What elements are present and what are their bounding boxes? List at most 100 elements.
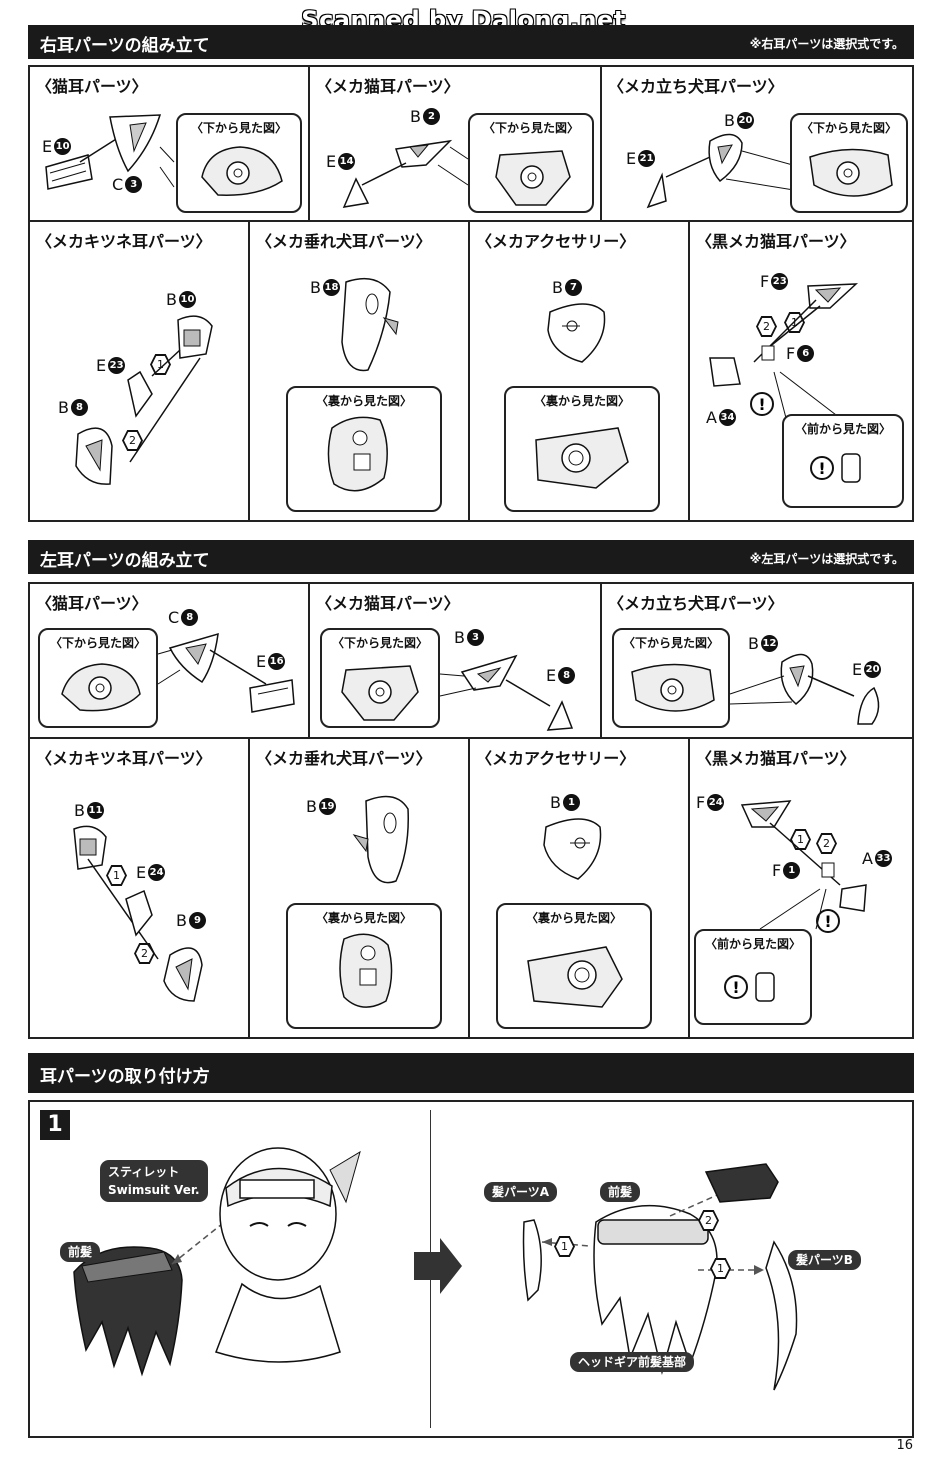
- tag-headgear-base: ヘッドギア前髪基部: [570, 1352, 695, 1372]
- accessory-diagram: [543, 818, 602, 880]
- callout-bottom-view: 〈下から見た図〉: [176, 113, 302, 213]
- step-marker: 1: [106, 865, 127, 886]
- callout-back-view: 〈裏から見た図〉: [496, 903, 652, 1029]
- mecha-cat-ear-diagram: [342, 139, 469, 208]
- callout-bottom-view: 〈下から見た図〉: [468, 113, 594, 213]
- section-note: ※左耳パーツは選択式です。: [749, 552, 904, 566]
- step-marker: 2: [698, 1210, 719, 1231]
- section-header-mounting: 耳パーツの取り付け方: [28, 1053, 914, 1093]
- cat-ear-diagram: [157, 632, 295, 713]
- panel-title: 〈メカアクセサリー〉: [476, 232, 636, 251]
- tag-character: スティレット Swimsuit Ver.: [100, 1160, 208, 1202]
- step-number: 1: [40, 1110, 70, 1140]
- cat-ear-diagram: [45, 114, 175, 190]
- panel-title: 〈メカ猫耳パーツ〉: [316, 77, 460, 96]
- callout-front-view: 〈前から見た図〉 !: [694, 929, 812, 1025]
- svg-text:!: !: [732, 978, 739, 997]
- mounting-diagram: [73, 1147, 798, 1391]
- mecha-fox-ear-diagram: [73, 825, 203, 1002]
- step-marker: 2: [122, 430, 143, 451]
- panel-title: 〈猫耳パーツ〉: [36, 594, 148, 613]
- accessory-diagram: [547, 303, 606, 363]
- panel-mounting: 1 スティレット Swimsuit Ver. 前髪 髪パーツA 前髪 髪パーツB…: [28, 1100, 914, 1438]
- callout-bottom-view: 〈下から見た図〉: [612, 628, 730, 728]
- black-cat-ear-diagram: !: [709, 283, 859, 419]
- tag-hair-part-b: 髪パーツB: [788, 1250, 861, 1270]
- callout-back-view: 〈裏から見た図〉: [286, 386, 442, 512]
- section-header-right-ear: 右耳パーツの組み立て ※右耳パーツは選択式です。: [28, 25, 914, 59]
- floppy-ear-diagram: [352, 795, 409, 884]
- svg-text:!: !: [818, 459, 825, 478]
- panel-title: 〈メカ垂れ犬耳パーツ〉: [256, 232, 432, 251]
- floppy-ear-diagram: [341, 277, 399, 372]
- panel-title: 〈メカキツネ耳パーツ〉: [36, 232, 212, 251]
- section-title: 左耳パーツの組み立て: [40, 551, 210, 571]
- tag-front-hair: 前髪: [600, 1182, 641, 1202]
- panel-title: 〈黒メカ猫耳パーツ〉: [696, 749, 856, 768]
- step-marker: 1: [150, 354, 171, 375]
- callout-bottom-view: 〈下から見た図〉: [320, 628, 440, 728]
- panel-title: 〈メカキツネ耳パーツ〉: [36, 749, 212, 768]
- page-number: 16: [896, 1438, 913, 1453]
- section-title: 耳パーツの取り付け方: [40, 1067, 210, 1087]
- panel-title: 〈猫耳パーツ〉: [36, 77, 148, 96]
- panel-title: 〈メカ立ち犬耳パーツ〉: [608, 594, 784, 613]
- panel-title: 〈メカ垂れ犬耳パーツ〉: [256, 749, 432, 768]
- mecha-cat-ear-diagram: [439, 654, 574, 731]
- panel-title: 〈メカアクセサリー〉: [476, 749, 636, 768]
- callout-bottom-view: 〈下から見た図〉: [38, 628, 158, 728]
- svg-text:!: !: [824, 912, 831, 931]
- step-marker: 1: [710, 1258, 731, 1279]
- section-note: ※右耳パーツは選択式です。: [749, 37, 904, 51]
- section-title: 右耳パーツの組み立て: [40, 36, 210, 56]
- callout-bottom-view: 〈下から見た図〉: [790, 113, 908, 213]
- callout-back-view: 〈裏から見た図〉: [504, 386, 660, 512]
- panel-title: 〈メカ猫耳パーツ〉: [316, 594, 460, 613]
- callout-back-view: 〈裏から見た図〉: [286, 903, 442, 1029]
- panel-title: 〈黒メカ猫耳パーツ〉: [696, 232, 856, 251]
- black-cat-ear-diagram: !: [740, 800, 867, 933]
- step-marker: 1: [554, 1236, 575, 1257]
- svg-text:!: !: [758, 395, 765, 414]
- panel-black-mecha-cat-ear-right: 〈黒メカ猫耳パーツ〉 F23 F6 A34 2 1 ! 〈前から見た図〉 !: [688, 220, 914, 522]
- callout-front-view: 〈前から見た図〉 !: [782, 414, 904, 508]
- mecha-fox-ear-diagram: [75, 315, 213, 485]
- tag-hair-part-a: 髪パーツA: [484, 1182, 558, 1202]
- step-marker: 2: [816, 833, 837, 854]
